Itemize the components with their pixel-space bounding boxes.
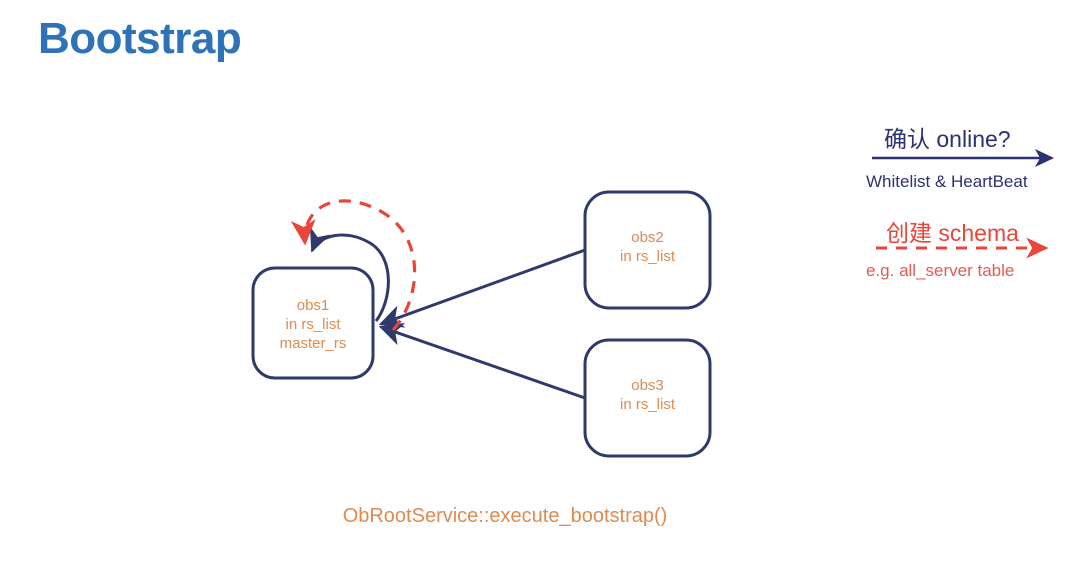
diagram-caption: ObRootService::execute_bootstrap() bbox=[342, 505, 668, 527]
node-box-obs3[interactable] bbox=[583, 338, 712, 458]
page-title: Bootstrap bbox=[38, 14, 242, 63]
edge-obs2-to-obs1 bbox=[378, 248, 586, 328]
edge-obs1-self-loop-red bbox=[290, 199, 417, 332]
legend-item-online-subtitle: Whitelist & HeartBeat bbox=[866, 172, 1028, 191]
legend-item-online-title: 确认 online? bbox=[884, 126, 1011, 152]
node-box-obs1[interactable] bbox=[251, 266, 375, 380]
node-box-obs2[interactable] bbox=[583, 190, 712, 310]
legend-item-schema-title: 创建 schema bbox=[886, 220, 1019, 246]
legend-item-schema-subtitle: e.g. all_server table bbox=[866, 261, 1015, 280]
edge-obs1-self-loop-navy bbox=[309, 226, 390, 322]
edge-obs3-to-obs1 bbox=[378, 323, 586, 400]
